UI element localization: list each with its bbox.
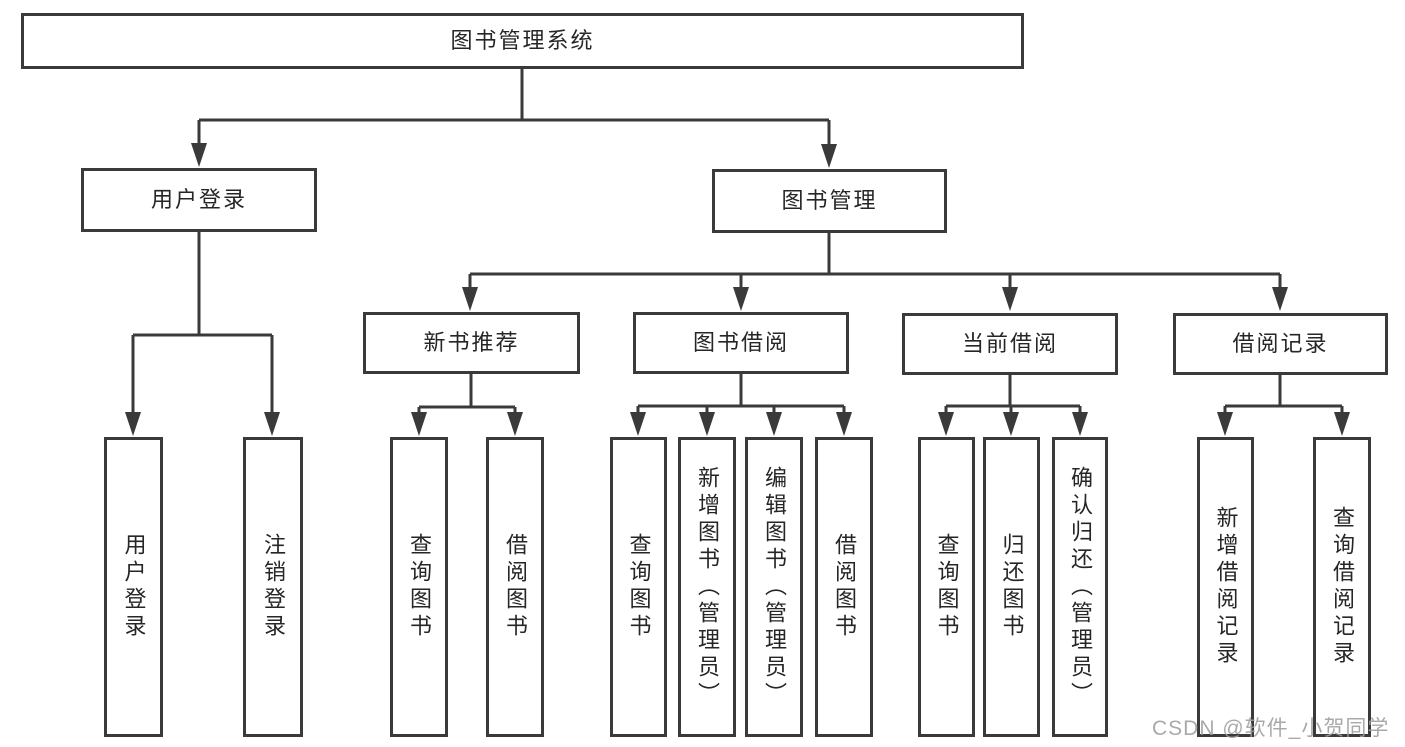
node-label: 图书管理 bbox=[781, 188, 878, 213]
node-label: 当前借阅 bbox=[961, 331, 1058, 356]
node-label: 用户登录 bbox=[150, 187, 247, 212]
leaf-current-query-books: 查询图书 bbox=[918, 437, 975, 737]
leaf-newbook-query-books: 查询图书 bbox=[390, 437, 448, 737]
leaf-borrow-edit-books-admin: 编辑图书（管理员） bbox=[745, 437, 803, 737]
node-user-login: 用户登录 bbox=[81, 168, 317, 232]
node-label: 用户登录 bbox=[121, 533, 147, 641]
node-label: 借阅图书 bbox=[503, 533, 528, 641]
node-label: 图书管理系统 bbox=[450, 28, 595, 53]
node-label: 借阅图书 bbox=[832, 533, 857, 641]
node-label: 图书借阅 bbox=[692, 330, 789, 355]
node-label: 借阅记录 bbox=[1232, 331, 1329, 356]
csdn-watermark: CSDN @软件_小贺同学 bbox=[1152, 717, 1390, 740]
node-label: 新增借阅记录 bbox=[1213, 506, 1239, 668]
node-label: 查询图书 bbox=[626, 533, 652, 641]
leaf-user-login: 用户登录 bbox=[104, 437, 163, 737]
node-new-book-recommendation: 新书推荐 bbox=[363, 312, 580, 374]
leaf-record-add-borrow-record: 新增借阅记录 bbox=[1197, 437, 1254, 737]
node-label: 确认归还（管理员） bbox=[1068, 465, 1093, 709]
node-book-management: 图书管理 bbox=[712, 169, 947, 233]
leaf-borrow-borrow-books: 借阅图书 bbox=[815, 437, 873, 737]
leaf-borrow-add-books-admin: 新增图书（管理员） bbox=[678, 437, 736, 737]
node-label: 注销登录 bbox=[261, 533, 286, 641]
node-label: 新书推荐 bbox=[423, 330, 520, 355]
leaf-logout: 注销登录 bbox=[243, 437, 303, 737]
node-library-management-system: 图书管理系统 bbox=[21, 13, 1024, 69]
leaf-newbook-borrow-books: 借阅图书 bbox=[486, 437, 544, 737]
node-label: 新增图书（管理员） bbox=[695, 465, 720, 709]
leaf-current-return-books: 归还图书 bbox=[983, 437, 1040, 737]
node-label: 查询图书 bbox=[934, 533, 960, 641]
node-label: 查询借阅记录 bbox=[1330, 506, 1355, 668]
node-label: 查询图书 bbox=[407, 533, 432, 641]
leaf-borrow-query-books: 查询图书 bbox=[610, 437, 667, 737]
node-book-borrowing: 图书借阅 bbox=[633, 312, 849, 374]
node-label: 归还图书 bbox=[999, 533, 1025, 641]
leaf-current-confirm-return-admin: 确认归还（管理员） bbox=[1052, 437, 1108, 737]
node-current-borrowing: 当前借阅 bbox=[902, 313, 1118, 375]
node-label: 编辑图书（管理员） bbox=[762, 465, 787, 709]
node-borrowing-records: 借阅记录 bbox=[1173, 313, 1388, 375]
leaf-record-query-borrow-record: 查询借阅记录 bbox=[1313, 437, 1371, 737]
